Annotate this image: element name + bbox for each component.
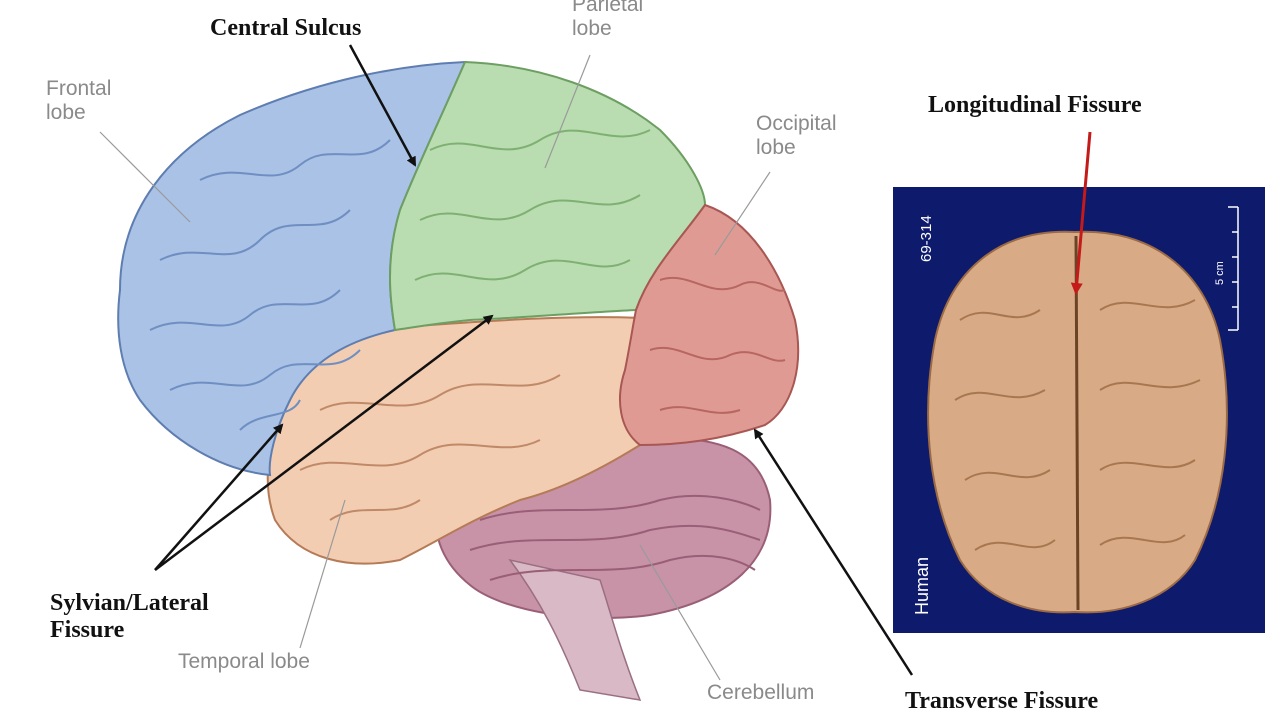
label-parietal-lobe: Parietal lobe [572, 0, 644, 40]
gyri-texture [149, 129, 786, 581]
scale-bar [1228, 206, 1239, 331]
photo-gyri [954, 299, 1201, 551]
label-sylvian-lateral-fissure: Sylvian/Lateral Fissure [50, 590, 209, 643]
label-transverse-fissure: Transverse Fissure [905, 688, 1099, 714]
photo-specimen-id: 69-314 [918, 215, 935, 262]
arrows-black [154, 44, 914, 676]
label-cerebellum: Cerebellum [707, 681, 815, 704]
label-occipital-lobe: Occipital lobe [756, 112, 837, 159]
label-temporal-lobe: Temporal lobe [178, 650, 310, 673]
label-central-sulcus: Central Sulcus [210, 15, 362, 41]
label-frontal-lobe: Frontal lobe [46, 77, 112, 124]
brainstem [508, 558, 642, 701]
label-longitudinal-fissure: Longitudinal Fissure [928, 92, 1142, 118]
photo-species: Human [912, 556, 932, 615]
arrow-red [1070, 131, 1092, 295]
photo-midline [1074, 235, 1080, 611]
leader-lines [99, 54, 771, 681]
photo-scale-unit: 5 cm [1214, 261, 1226, 285]
occipital-lobe-region [619, 203, 800, 447]
